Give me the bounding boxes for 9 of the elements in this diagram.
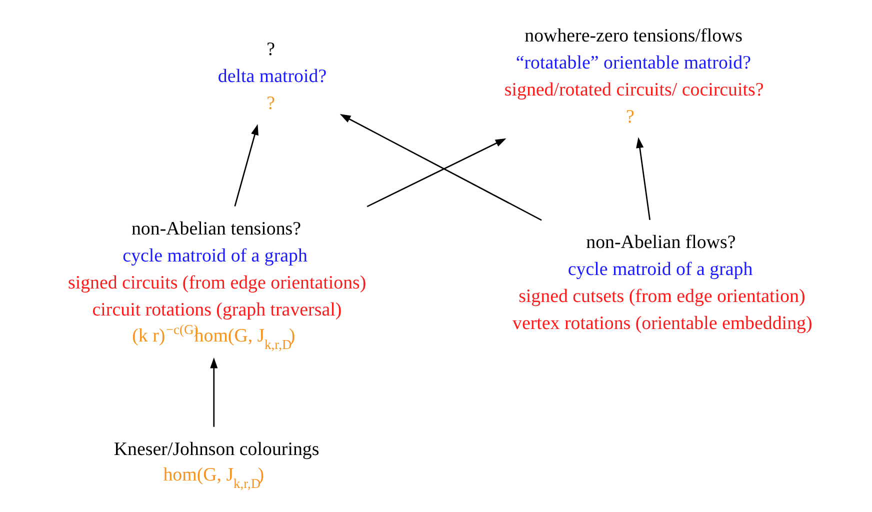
node-text: non-Abelian flows? cycle matroid of a graph signed cutsets (from edge orientation) vertex rotations (orientable embedding): [512, 232, 812, 334]
arrow: [234, 124, 258, 206]
node-text: nowhere-zero tensions/flows “rotatable” orientable matroid? signed/rotated circuits/ cocircuits? ?: [504, 25, 764, 128]
arrow: [339, 114, 542, 221]
arrow: [636, 137, 650, 220]
node-text: ? delta matroid? ?: [217, 38, 326, 114]
arrow: [366, 138, 506, 208]
arrow: [210, 357, 218, 427]
node-text: Kneser/Johnson colourings hom(G, J$_{k,r,D}$): [113, 438, 319, 492]
